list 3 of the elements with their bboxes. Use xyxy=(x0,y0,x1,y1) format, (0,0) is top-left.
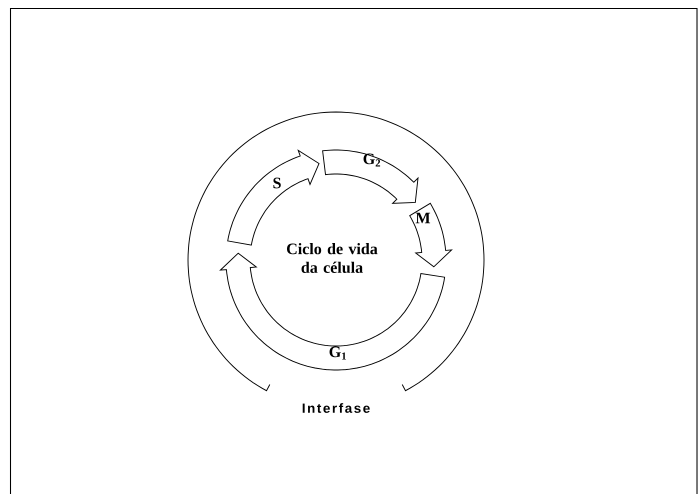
phase-label: Interfase xyxy=(300,402,372,414)
phase-segment: M xyxy=(409,202,453,268)
phase-segment: G$_{2}$ xyxy=(322,150,419,204)
